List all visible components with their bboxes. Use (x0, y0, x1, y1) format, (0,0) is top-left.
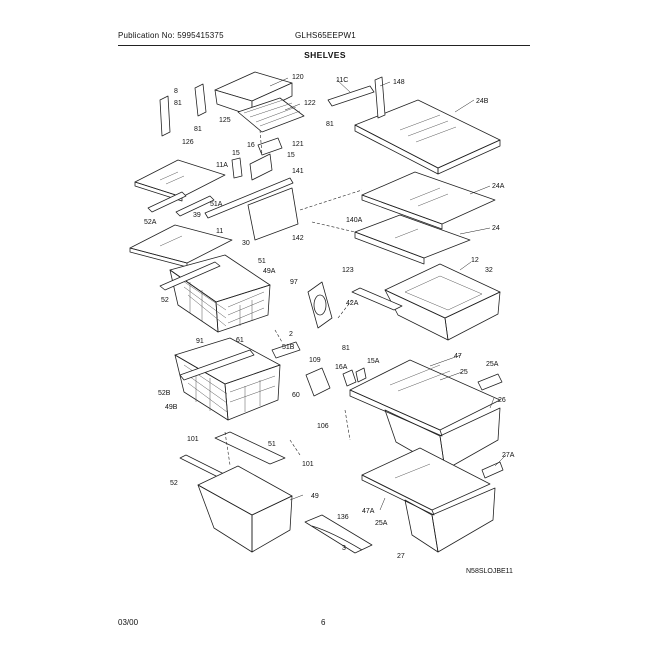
label-52: 52 (161, 297, 169, 304)
label-101: 101 (187, 436, 199, 443)
label-16: 16 (247, 142, 255, 149)
label-120: 120 (292, 74, 304, 81)
label-141: 141 (292, 168, 304, 175)
label-81: 81 (174, 100, 182, 107)
section-title: SHELVES (304, 50, 346, 60)
label-24: 24 (492, 225, 500, 232)
label-106: 106 (317, 423, 329, 430)
page-number: 6 (321, 618, 326, 627)
label-51: 51 (258, 258, 266, 265)
label-81: 81 (194, 126, 202, 133)
drawer-27 (361, 447, 504, 553)
label-25a: 25A (486, 361, 499, 368)
shelf-11a (134, 159, 226, 217)
label-11: 11 (216, 228, 223, 235)
label-109: 109 (309, 357, 321, 364)
crisper-12 (351, 263, 501, 341)
label-12: 12 (471, 257, 479, 264)
header-rule (118, 45, 530, 46)
bracket-8 (159, 83, 207, 137)
label-30: 30 (242, 240, 250, 247)
shelf-24b (354, 99, 501, 175)
label-27a: 27A (502, 452, 515, 459)
label-125: 125 (219, 117, 231, 124)
label-126: 126 (182, 139, 194, 146)
small-bracket-15 (231, 137, 283, 181)
guide-lines (224, 129, 363, 466)
diagram-code: N58SLOJBE11 (466, 568, 513, 575)
label-11a: 11A (216, 162, 228, 169)
label-11c: 11C (336, 77, 348, 84)
label-24b: 24B (476, 98, 489, 105)
crisper-cover-142 (247, 187, 299, 241)
label-81: 81 (342, 345, 350, 352)
label-91: 91 (196, 338, 204, 345)
leader-lines (269, 77, 507, 511)
label-52: 52 (170, 480, 178, 487)
label-24a: 24A (492, 183, 505, 190)
label-47a: 47A (362, 508, 375, 515)
label-52a: 52A (144, 219, 157, 226)
wire-basket-49a (159, 254, 271, 333)
label-136: 136 (337, 514, 349, 521)
fitting-15a (342, 367, 367, 387)
rail-141 (204, 177, 294, 219)
label-121: 121 (292, 141, 304, 148)
label-101: 101 (302, 461, 314, 468)
bracket-97 (307, 281, 333, 329)
label-49a: 49A (263, 268, 276, 275)
label-16a: 16A (335, 364, 348, 371)
label-97: 97 (290, 279, 298, 286)
label-51b: 51B (282, 344, 295, 351)
label-25: 25 (460, 369, 468, 376)
model-number: GLHS65EEPW1 (295, 31, 356, 40)
label-60: 60 (292, 392, 300, 399)
label-25a: 25A (375, 520, 388, 527)
label-8: 8 (174, 88, 178, 95)
label-39: 39 (193, 212, 201, 219)
part-labels: 8 81 81 126 120 122 125 16 15 121 15 141… (144, 74, 515, 575)
wire-basket-49b (174, 337, 301, 421)
shelf-24a (361, 171, 496, 230)
label-148: 148 (393, 79, 405, 86)
cover-109 (305, 367, 331, 397)
footer-date: 03/00 (118, 618, 139, 627)
shelf-24 (354, 214, 471, 265)
label-51: 51 (268, 441, 276, 448)
label-142: 142 (292, 235, 304, 242)
label-52b: 52B (158, 390, 171, 397)
label-15a: 15A (367, 358, 380, 365)
label-140a: 140A (346, 217, 363, 224)
handle-136 (304, 514, 373, 554)
label-15: 15 (232, 150, 240, 157)
label-51a: 51A (210, 201, 223, 208)
label-49: 49 (311, 493, 319, 500)
label-2: 2 (289, 331, 293, 338)
label-123: 123 (342, 267, 354, 274)
publication-number: Publication No: 5995415375 (118, 31, 224, 40)
label-47: 47 (454, 353, 462, 360)
label-26: 26 (498, 397, 506, 404)
label-15: 15 (287, 152, 295, 159)
label-27: 27 (397, 553, 405, 560)
label-49b: 49B (165, 404, 178, 411)
label-42a: 42A (346, 300, 359, 307)
label-32: 32 (485, 267, 493, 274)
rail-148 (327, 76, 386, 119)
label-61: 61 (236, 337, 244, 344)
label-122: 122 (304, 100, 316, 107)
bin-120 (214, 71, 305, 133)
bin-49 (197, 465, 293, 553)
label-3: 3 (342, 545, 346, 552)
crisper-26 (349, 359, 503, 471)
label-81: 81 (326, 121, 334, 128)
